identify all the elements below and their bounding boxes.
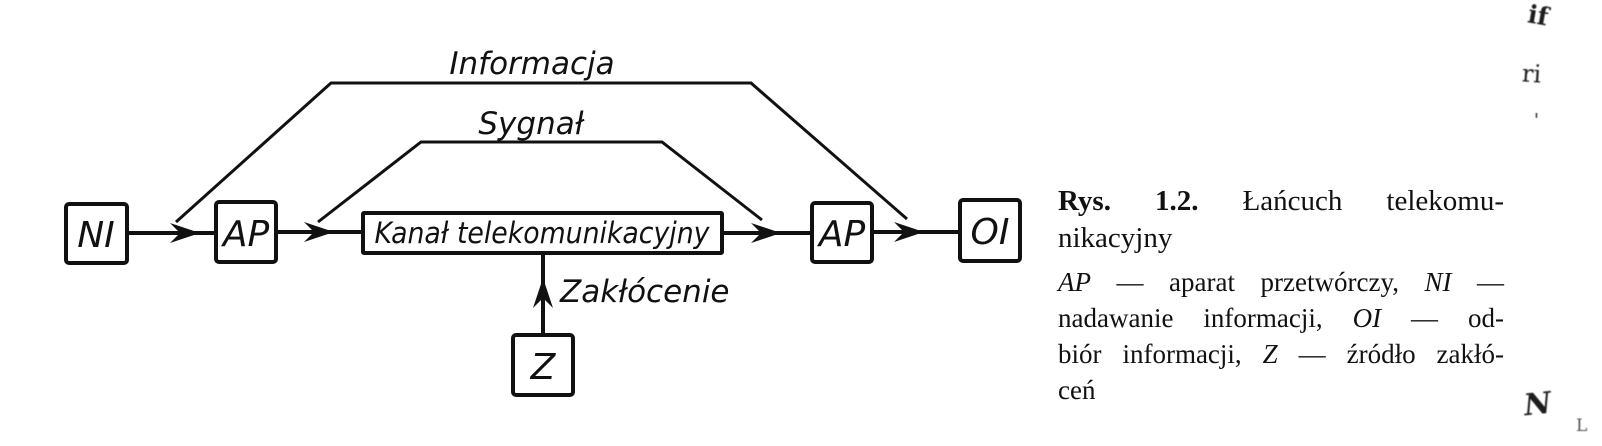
box-ni — [64, 202, 129, 265]
box-oi-label: OI — [971, 212, 1010, 253]
box-z-label: Z — [530, 347, 557, 388]
caption-legend: AP — aparat przetwórczy, NI — nadawanie … — [1058, 264, 1504, 408]
box-oi — [958, 198, 1022, 263]
ink-smudge: ri — [1521, 59, 1543, 89]
arrowhead-right-icon — [894, 222, 924, 242]
figure-number: Rys. 1.2. — [1058, 185, 1199, 217]
legend-term-ap: AP — [1058, 267, 1091, 297]
legend-term-oi: OI — [1352, 303, 1382, 333]
legend-line1: AP — aparat przetwórczy, NI — — [1058, 264, 1504, 300]
legend-term-z: Z — [1262, 339, 1278, 369]
arrowheads — [170, 222, 924, 308]
signal-label: Sygnał — [478, 106, 584, 142]
legend-text: biór informacji, — [1058, 339, 1263, 369]
diagram-boxes — [64, 198, 1022, 397]
caption-title-text2: nikacyjny — [1058, 222, 1173, 254]
ink-smudge: N — [1522, 385, 1554, 424]
box-ap-right — [810, 201, 874, 264]
telecom-chain-diagram: NI AP Kanał telekomunikacyjny AP OI Z In… — [64, 46, 1022, 397]
information-label: Informacja — [449, 46, 614, 82]
box-ap-right-label: AP — [817, 214, 866, 255]
label-brackets — [174, 81, 908, 224]
caption-title-line1: Rys. 1.2. Łańcuch telekomu- — [1058, 183, 1504, 220]
figure-caption: Rys. 1.2. Łańcuch telekomu- nikacyjny AP… — [1058, 183, 1504, 408]
arrowhead-right-icon — [170, 223, 200, 243]
legend-text: — — [1451, 267, 1505, 297]
legend-term-ni: NI — [1424, 267, 1452, 297]
legend-text: ceń — [1058, 375, 1096, 405]
legend-line3: biór informacji, Z — źródło zakłó- — [1058, 336, 1504, 372]
caption-title-text: Łańcuch telekomu- — [1242, 185, 1505, 217]
box-ap-left — [214, 200, 278, 264]
legend-text: — od- — [1381, 303, 1504, 333]
ink-smudge: if — [1525, 0, 1551, 32]
information-bracket — [174, 81, 908, 224]
signal-bracket — [317, 140, 763, 224]
legend-text: — źródło zakłó- — [1277, 339, 1505, 369]
arrowhead-right-icon — [751, 223, 781, 243]
legend-line4: ceń — [1058, 372, 1504, 408]
legend-line2: nadawanie informacji, OI — od- — [1058, 300, 1504, 336]
arrowhead-right-icon — [304, 222, 334, 242]
arrowhead-up-icon — [533, 278, 553, 308]
box-channel-label: Kanał telekomunikacyjny — [375, 216, 711, 250]
legend-text: — aparat przetwórczy, — [1091, 267, 1425, 297]
box-ap-left-label: AP — [221, 214, 270, 255]
ink-smudge: L — [1576, 416, 1588, 436]
box-ni-label: NI — [77, 215, 115, 256]
caption-title-line2: nikacyjny — [1058, 220, 1504, 257]
box-z — [511, 333, 575, 397]
legend-text: nadawanie informacji, — [1058, 303, 1353, 333]
ink-smudge: ' — [1534, 110, 1539, 131]
box-channel — [361, 211, 724, 255]
disturbance-label: Zakłócenie — [559, 274, 730, 310]
